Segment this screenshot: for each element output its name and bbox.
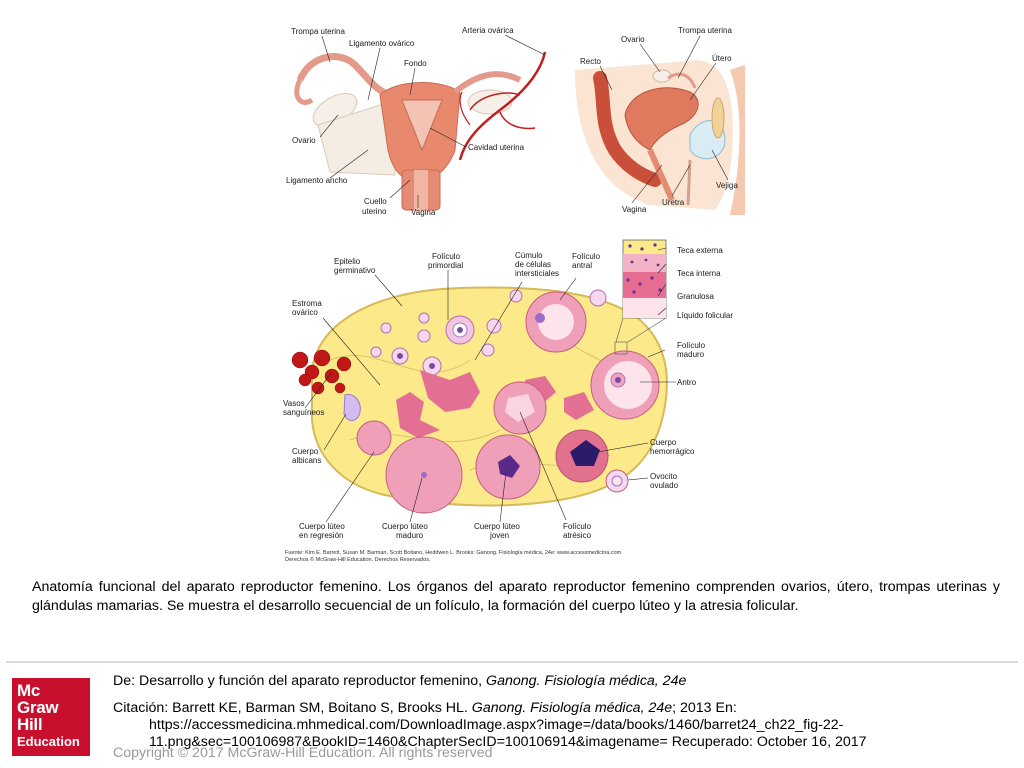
label-sag-trompa: Trompa uterina: [678, 26, 733, 35]
label-atresico-1: Folículo: [563, 522, 592, 531]
anatomy-figure: Trompa uterina Ligamento ovárico Arteria…: [283, 26, 745, 563]
label-granulosa: Granulosa: [677, 292, 714, 301]
label-vagina: Vagina: [411, 208, 436, 217]
figure-source: Fuente: Kim E. Barrett, Susan M. Barman,…: [285, 550, 622, 556]
label-sag-vejiga: Vejiga: [716, 181, 738, 190]
label-fondo: Fondo: [404, 59, 427, 68]
label-trompa-uterina: Trompa uterina: [291, 27, 346, 36]
uterus-illustration: [294, 51, 547, 211]
label-antro: Antro: [677, 378, 697, 387]
citation-url-1[interactable]: https://accessmedicina.mhmedical.com/Dow…: [149, 717, 844, 733]
label-albicans-2: albicans: [292, 456, 321, 465]
label-maduro-2: maduro: [677, 350, 705, 359]
label-joven-2: joven: [489, 531, 509, 540]
label-cumulo-1: Cúmulo: [515, 251, 543, 260]
citation-block: De: Desarrollo y función del aparato rep…: [113, 673, 1013, 751]
label-regresion-1: Cuerpo lúteo: [299, 522, 345, 531]
label-joven-1: Cuerpo lúteo: [474, 522, 520, 531]
label-sag-ovario: Ovario: [621, 35, 645, 44]
label-ovulado: ovulado: [650, 481, 679, 490]
label-uterino: uterino: [362, 207, 387, 216]
label-albicans-1: Cuerpo: [292, 447, 319, 456]
sagittal-illustration: [575, 60, 745, 215]
citation-url-2[interactable]: 11.png&sec=100106987&BookID=1460&Chapter…: [149, 734, 867, 750]
histology-inset: [614, 239, 667, 355]
divider: [6, 661, 1018, 663]
label-sag-vagina: Vagina: [622, 205, 647, 214]
copyright-text: Copyright © 2017 McGraw-Hill Education. …: [113, 745, 493, 761]
label-liquido-folicular: Líquido folicular: [677, 311, 733, 320]
figure-copyright: Derechos © McGraw-Hill Education. Derech…: [285, 556, 431, 563]
label-sanguineos: sanguíneos: [283, 408, 324, 417]
label-cavidad-uterina: Cavidad uterina: [468, 143, 525, 152]
label-sag-utero: Útero: [712, 54, 732, 63]
label-ovario: Ovario: [292, 136, 316, 145]
label-sag-recto: Recto: [580, 57, 601, 66]
ovary-illustration: [291, 286, 668, 514]
label-lut-maduro-1: Cuerpo lúteo: [382, 522, 428, 531]
citation: Citación: Barrett KE, Barman SM, Boitano…: [113, 700, 1013, 751]
label-teca-externa: Teca externa: [677, 246, 723, 255]
label-sag-uretra: Uretra: [662, 198, 685, 207]
label-ovarico: ovárico: [292, 308, 318, 317]
mcgraw-hill-logo: Mc Graw Hill Education: [12, 678, 90, 756]
label-hemorragico-1: Cuerpo: [650, 438, 677, 447]
label-antral-2: antral: [572, 261, 592, 270]
label-lut-maduro-2: maduro: [396, 531, 424, 540]
label-cuello: Cuello: [364, 197, 387, 206]
label-primordial-2: primordial: [428, 261, 463, 270]
label-arteria-ovarica: Arteria ovárica: [462, 26, 514, 35]
label-vasos: Vasos: [283, 399, 305, 408]
label-cumulo-3: intersticiales: [515, 269, 559, 278]
label-atresico-2: atrésico: [563, 531, 592, 540]
label-teca-interna: Teca interna: [677, 269, 721, 278]
label-ligamento-ovarico: Ligamento ovárico: [349, 39, 415, 48]
label-cumulo-2: de células: [515, 260, 551, 269]
label-ligamento-ancho: Ligamento ancho: [286, 176, 348, 185]
label-ovocito: Ovocito: [650, 472, 678, 481]
label-hemorragico-2: hemorrágico: [650, 447, 695, 456]
figure-caption: Anatomía funcional del aparato reproduct…: [32, 579, 1000, 614]
from-line: De: Desarrollo y función del aparato rep…: [113, 673, 687, 689]
label-regresion-2: en regresión: [299, 531, 343, 540]
label-primordial-1: Folículo: [432, 252, 461, 261]
label-epitelio: Epitelio: [334, 257, 361, 266]
label-maduro-1: Folículo: [677, 341, 706, 350]
label-estroma: Estroma: [292, 299, 322, 308]
label-antral-1: Folículo: [572, 252, 601, 261]
label-germinativo: germinativo: [334, 266, 376, 275]
